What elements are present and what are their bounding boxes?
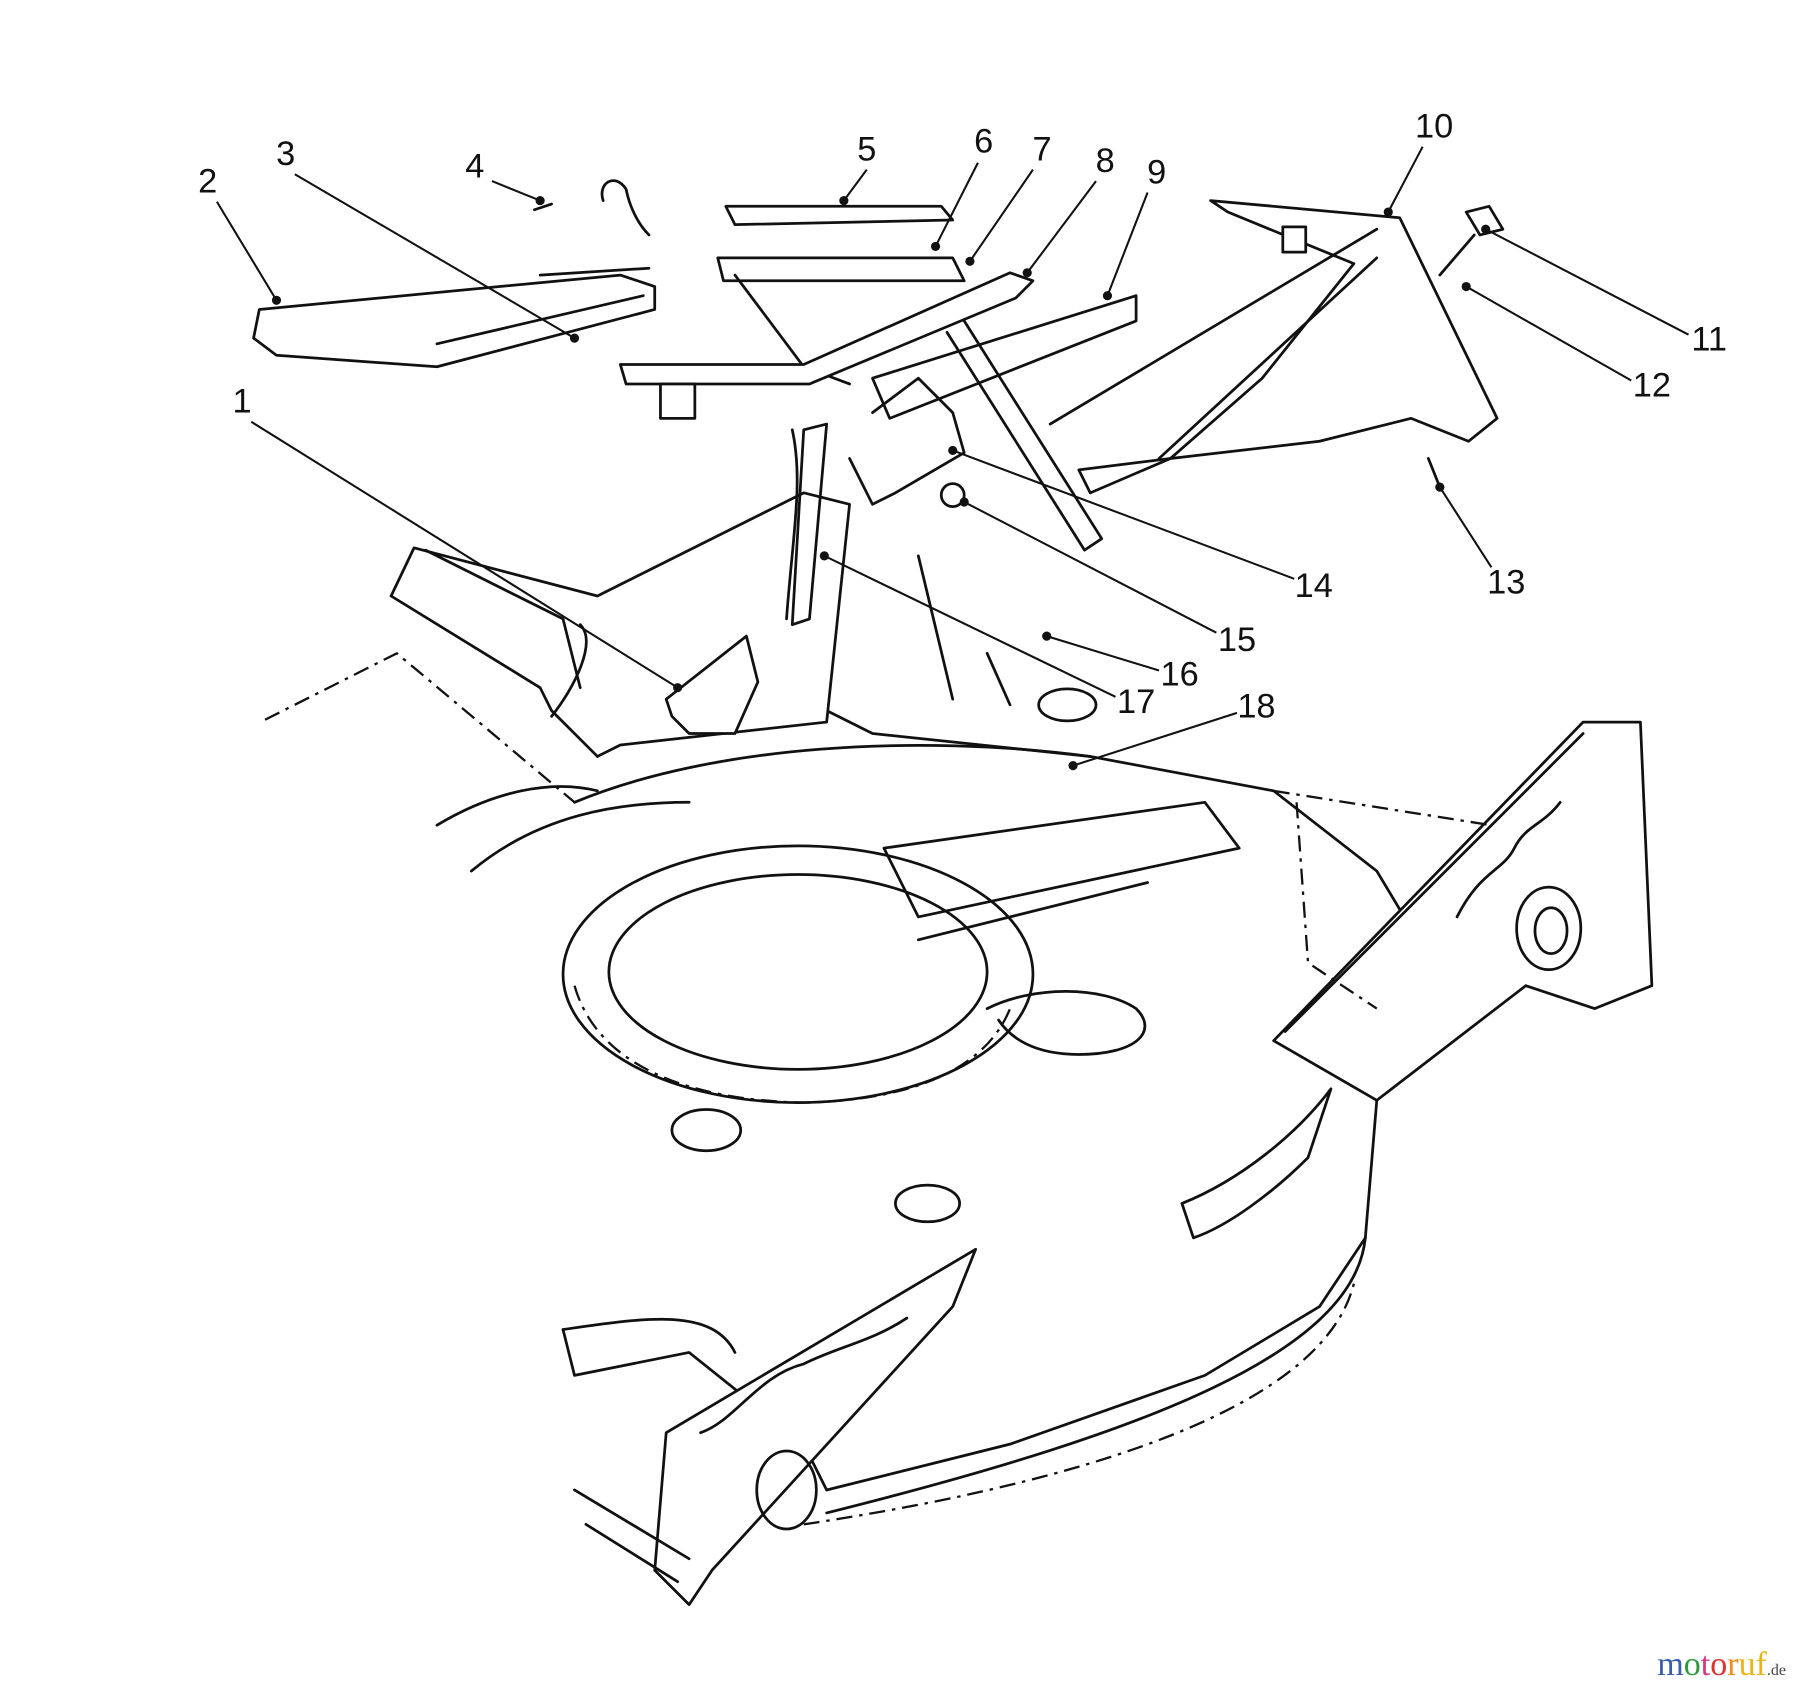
callout-16: 16	[1161, 655, 1199, 693]
leader-dot-3	[569, 333, 580, 343]
callout-12: 12	[1633, 366, 1671, 404]
leader-dot-12	[1461, 281, 1471, 292]
handle-parts	[252, 179, 1138, 735]
leader-line-4	[491, 180, 541, 202]
callout-8: 8	[1096, 142, 1115, 180]
callout-6: 6	[974, 122, 993, 160]
leader-line-13	[1438, 486, 1493, 568]
motoruf-watermark-logo: motoruf.de	[1657, 1646, 1786, 1683]
leader-dot-5	[839, 195, 849, 206]
leader-line-14	[952, 449, 1295, 580]
leader-line-15	[963, 501, 1217, 634]
leader-line-18	[1072, 711, 1238, 767]
leader-dot-14	[948, 445, 958, 456]
leader-dot-10	[1383, 207, 1393, 217]
callout-15: 15	[1218, 621, 1256, 659]
leader-dot-15	[959, 497, 969, 507]
leader-dot-9	[1102, 291, 1113, 301]
leader-lines	[216, 146, 1690, 771]
leader-dot-8	[1022, 268, 1032, 278]
leader-line-11	[1485, 228, 1690, 336]
leader-line-9	[1106, 192, 1149, 297]
leader-line-2	[216, 201, 278, 301]
grass-bag-frame	[1048, 199, 1505, 495]
leader-line-8	[1026, 180, 1097, 274]
discharge-door	[389, 491, 851, 758]
leader-line-17	[823, 554, 1116, 698]
leader-dot-7	[965, 256, 975, 266]
leader-dot-11	[1481, 224, 1491, 234]
leader-line-7	[969, 169, 1034, 262]
callout-7: 7	[1033, 130, 1052, 168]
callout-13: 13	[1487, 564, 1525, 602]
leader-line-3	[294, 173, 576, 340]
leader-line-5	[843, 169, 868, 202]
leader-dot-6	[930, 241, 941, 252]
callout-11: 11	[1691, 321, 1727, 359]
leader-dot-18	[1068, 761, 1078, 771]
leader-dot-2	[271, 295, 282, 305]
callout-9: 9	[1147, 153, 1166, 191]
callout-10: 10	[1415, 107, 1453, 145]
callout-5: 5	[857, 130, 876, 168]
leader-dot-1	[673, 683, 683, 693]
leader-line-12	[1465, 285, 1632, 382]
callout-2: 2	[198, 162, 217, 200]
leader-line-1	[250, 420, 679, 689]
mower-deck	[264, 594, 1654, 1606]
callout-3: 3	[276, 135, 295, 173]
leader-line-10	[1387, 146, 1424, 213]
leader-dot-16	[1042, 631, 1052, 641]
leader-line-16	[1046, 635, 1160, 672]
callout-1: 1	[233, 383, 252, 421]
callout-18: 18	[1237, 687, 1275, 725]
callout-17: 17	[1117, 683, 1155, 721]
leader-dot-17	[819, 551, 829, 561]
leader-dot-4	[535, 195, 545, 206]
leader-dot-13	[1435, 482, 1445, 492]
callout-labels: 1 2 3 4 5 6 7 8 9 10 11 12 13 14 15 16 1…	[198, 107, 1727, 725]
leader-line-6	[934, 162, 979, 247]
callout-4: 4	[465, 148, 484, 186]
callout-14: 14	[1295, 567, 1333, 605]
